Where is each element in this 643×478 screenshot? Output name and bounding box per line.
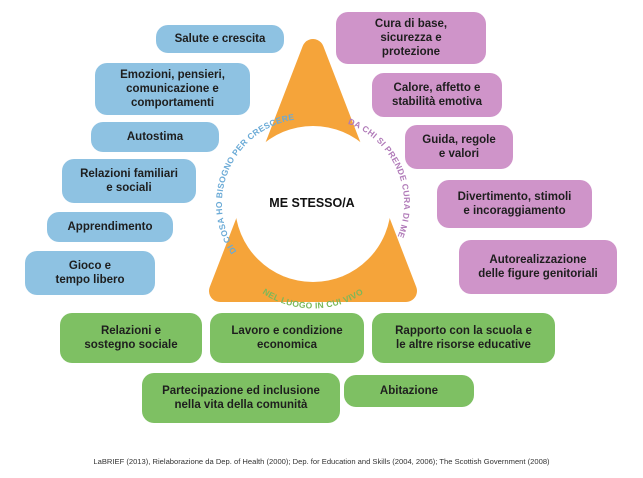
need-box-self-esteem: Autostima [91,122,219,152]
need-box-relations: Relazioni familiari e sociali [62,159,196,203]
need-box-health: Salute e crescita [156,25,284,53]
env-box-work-economy: Lavoro e condizione economica [210,313,364,363]
care-box-warmth: Calore, affetto e stabilità emotiva [372,73,502,117]
care-box-self-realization: Autorealizzazione delle figure genitoria… [459,240,617,294]
need-box-learning: Apprendimento [47,212,173,242]
center-circle [235,126,391,282]
care-box-stimulation: Divertimento, stimoli e incoraggiamento [437,180,592,228]
source-caption: LaBRIEF (2013), Rielaborazione da Dep. o… [93,457,550,466]
env-box-community: Partecipazione ed inclusione nella vita … [142,373,340,423]
need-box-emotions: Emozioni, pensieri, comunicazione e comp… [95,63,250,115]
care-box-basic-care: Cura di base, sicurezza e protezione [336,12,486,64]
care-box-guidance: Guida, regole e valori [405,125,513,169]
env-box-housing: Abitazione [344,375,474,407]
env-box-school: Rapporto con la scuola e le altre risors… [372,313,555,363]
env-box-social-support: Relazioni e sostegno sociale [60,313,202,363]
center-label: ME STESSO/A [269,196,355,210]
need-box-play: Gioco e tempo libero [25,251,155,295]
